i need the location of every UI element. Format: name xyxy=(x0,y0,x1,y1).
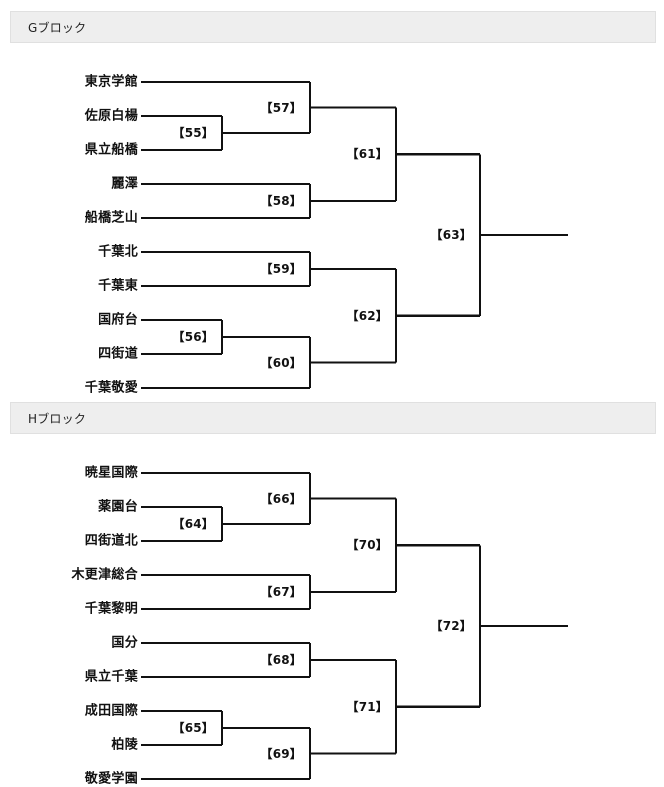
bracket-lines-h xyxy=(141,471,568,781)
match-number-label: 【68】 xyxy=(260,653,302,667)
team-name: 敬愛学園 xyxy=(84,771,138,787)
block-header-g: Gブロック xyxy=(10,11,656,43)
match-number-label: 【57】 xyxy=(260,100,302,115)
team-name: 成田国際 xyxy=(84,703,138,719)
match-number-label: 【64】 xyxy=(172,517,214,531)
match-number-label: 【70】 xyxy=(346,538,388,553)
match-number-label: 【62】 xyxy=(346,308,388,323)
team-name: 佐原白楊 xyxy=(84,108,138,124)
team-name: 木更津総合 xyxy=(71,567,138,583)
team-name: 麗澤 xyxy=(111,176,138,192)
match-number-label: 【55】 xyxy=(172,126,214,140)
team-name: 千葉北 xyxy=(98,244,138,260)
match-number-label: 【69】 xyxy=(260,746,302,761)
match-number-label: 【72】 xyxy=(430,619,472,633)
team-name: 暁星国際 xyxy=(84,465,138,481)
match-number-label: 【60】 xyxy=(260,355,302,370)
team-name: 県立船橋 xyxy=(84,142,138,158)
team-name: 千葉東 xyxy=(98,278,138,294)
match-number-label: 【58】 xyxy=(260,194,302,208)
team-name: 柏陵 xyxy=(111,737,138,753)
match-number-label: 【71】 xyxy=(346,699,388,714)
team-name: 船橋芝山 xyxy=(84,210,138,226)
block-header-h: Hブロック xyxy=(10,402,656,434)
bracket-area-g: 東京学館佐原白楊県立船橋麗澤船橋芝山千葉北千葉東国府台四街道千葉敬愛 【55】【… xyxy=(0,43,664,396)
team-name: 東京学館 xyxy=(84,74,138,90)
team-name: 四街道 xyxy=(98,346,138,362)
team-name: 四街道北 xyxy=(84,533,138,549)
team-name: 薬園台 xyxy=(98,499,138,515)
bracket-area-h: 暁星国際薬園台四街道北木更津総合千葉黎明国分県立千葉成田国際柏陵敬愛学園 【64… xyxy=(0,434,664,787)
block-header-label-h: Hブロック xyxy=(28,412,87,426)
bracket-lines-g xyxy=(141,80,568,390)
match-number-label: 【56】 xyxy=(172,330,214,344)
match-number-label: 【59】 xyxy=(260,262,302,276)
match-number-label: 【65】 xyxy=(172,721,214,735)
match-number-label: 【67】 xyxy=(260,585,302,599)
match-number-label: 【63】 xyxy=(430,228,472,242)
team-name: 千葉敬愛 xyxy=(84,380,138,396)
match-number-label: 【61】 xyxy=(346,147,388,162)
team-name: 国府台 xyxy=(98,312,138,328)
team-name: 国分 xyxy=(111,635,138,651)
block-header-label-g: Gブロック xyxy=(28,21,87,35)
match-number-label: 【66】 xyxy=(260,491,302,506)
team-name: 県立千葉 xyxy=(84,669,138,685)
team-name: 千葉黎明 xyxy=(84,601,138,617)
